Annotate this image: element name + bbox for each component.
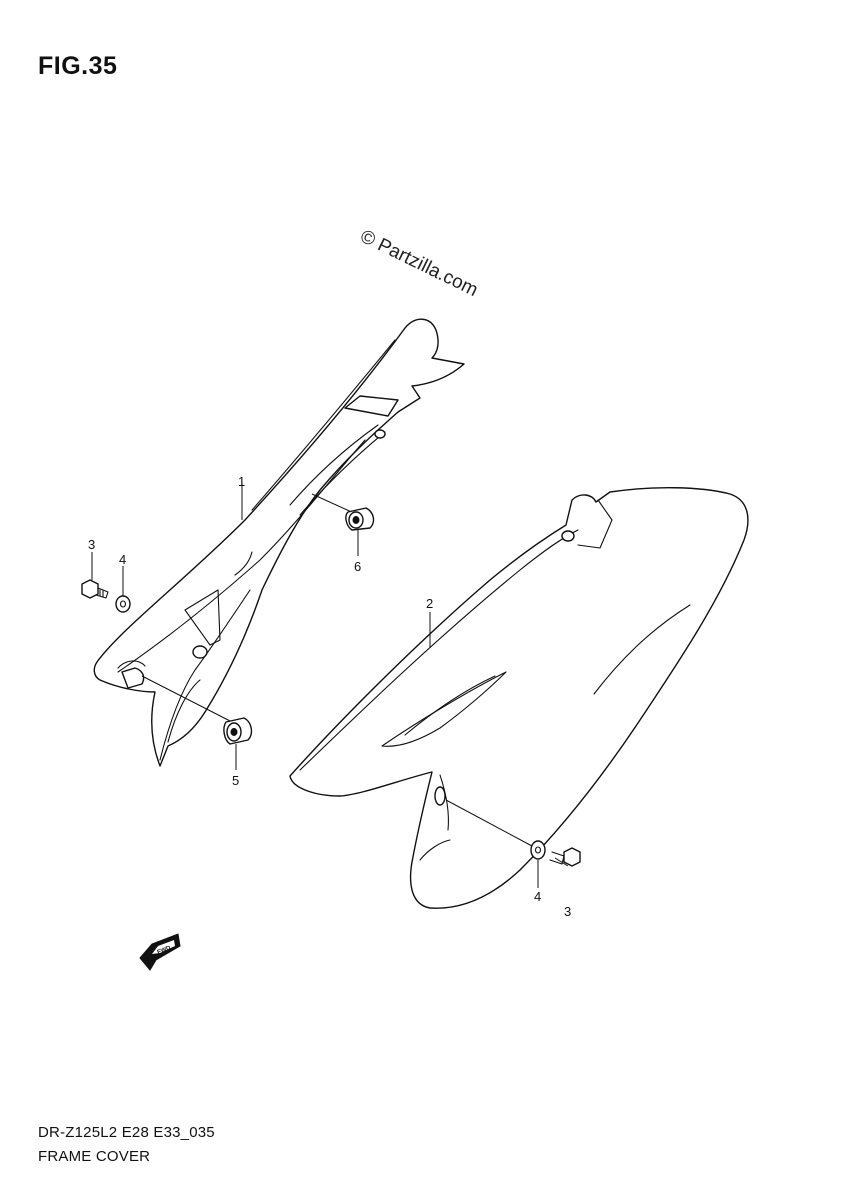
footer-figure-name: FRAME COVER [38, 1148, 151, 1165]
footer-model-code: DR-Z125L2 E28 E33_035 [38, 1124, 215, 1141]
callout-5: 5 [232, 773, 239, 788]
frame-cover-left[interactable] [93, 318, 465, 767]
callout-4-left: 4 [119, 552, 126, 567]
bolt-left[interactable] [81, 579, 109, 599]
figure-title: FIG.35 [38, 52, 118, 80]
callout-3-right: 3 [564, 904, 571, 919]
cushion-lower[interactable] [223, 717, 253, 745]
callout-4-right: 4 [534, 889, 541, 904]
bolt-right[interactable] [549, 847, 581, 867]
callout-1: 1 [238, 474, 245, 489]
callout-3-left: 3 [88, 537, 95, 552]
callout-6: 6 [354, 559, 361, 574]
frame-cover-right[interactable] [289, 487, 749, 909]
fwd-arrow-icon: FWD [139, 933, 181, 971]
cushion-upper[interactable] [345, 507, 375, 531]
leader-lines [91, 482, 569, 888]
fwd-label: FWD [157, 945, 173, 956]
washer-left[interactable] [115, 595, 131, 613]
callout-2: 2 [426, 596, 433, 611]
washer-right[interactable] [530, 840, 546, 860]
